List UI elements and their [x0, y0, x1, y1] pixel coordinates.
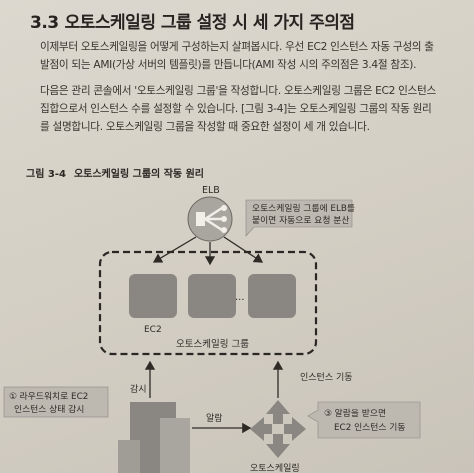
- paragraph-line: 다음은 관리 콘솔에서 '오토스케일링 그룹'을 작성합니다. 오토스케일링 그…: [40, 85, 436, 97]
- autoscaling-callout: ③ 알람을 받으면 EC2 인스턴스 기동: [307, 401, 421, 439]
- elb-callout-line: 오토스케일링 그룹에 ELB를: [252, 202, 355, 214]
- cloudwatch-icon: [118, 402, 190, 473]
- paragraph-line: 집합으로서 인스턴스 수를 설정할 수 있습니다. [그림 3-4]는 오토스케…: [40, 103, 432, 115]
- figure-caption: 그림 3-4 오토스케일링 그룹의 작동 원리: [26, 165, 204, 180]
- autoscaling-icon: [250, 400, 306, 458]
- cloudwatch-callout: ① 라우드워치로 EC2 인스턴스 상태 감시: [3, 386, 109, 418]
- ec2-instance-icon: [248, 274, 296, 318]
- paragraph-line: 발점이 되는 AMI(가상 서버의 템플릿)를 만듭니다(AMI 작성 시의 주…: [40, 59, 417, 71]
- section-title-text: 오토스케일링 그룹 설정 시 세 가지 주의점: [64, 13, 355, 33]
- launch-label: 인스턴스 기동: [300, 372, 353, 383]
- paragraph-intro: 이제부터 오토스케일링을 어떻게 구성하는지 살펴봅시다. 우선 EC2 인스턴…: [40, 38, 460, 74]
- elb-label: ELB: [202, 185, 220, 196]
- group-label: 오토스케일링 그룹: [176, 338, 249, 350]
- watch-label: 감시: [130, 383, 147, 395]
- paragraph-line: 이제부터 오토스케일링을 어떻게 구성하는지 살펴봅시다. 우선 EC2 인스턴…: [40, 41, 434, 53]
- paragraph-line: 를 설명합니다. 오토스케일링 그룹을 작성할 때 중요한 설정이 세 개 있습…: [40, 121, 370, 133]
- elb-callout: 오토스케일링 그룹에 ELB를 붙이면 자동으로 요청 분산: [245, 199, 355, 237]
- distribution-arrows: [152, 236, 264, 266]
- ellipsis-label: ...: [235, 292, 245, 303]
- ec2-instance-icon: [129, 274, 177, 318]
- autoscaling-callout-line: ③ 알람을 받으면: [324, 407, 386, 419]
- cloudwatch-callout-line: 인스턴스 상태 감시: [14, 403, 84, 415]
- alarm-label: 알람: [206, 412, 223, 424]
- figure-number: 그림 3-4: [26, 169, 66, 180]
- figure-caption-text: 오토스케일링 그룹의 작동 원리: [73, 169, 204, 180]
- ec2-label: EC2: [144, 325, 162, 335]
- autoscaling-label: 오토스케일링: [250, 462, 300, 473]
- ec2-instance-icon: [188, 274, 236, 318]
- paragraph-console: 다음은 관리 콘솔에서 '오토스케일링 그룹'을 작성합니다. 오토스케일링 그…: [40, 82, 460, 136]
- cloudwatch-callout-line: ① 라우드워치로 EC2: [9, 390, 88, 402]
- autoscaling-callout-line: EC2 인스턴스 기동: [334, 422, 405, 433]
- elb-callout-line: 붙이면 자동으로 요청 분산: [252, 215, 349, 226]
- section-number: 3.3: [30, 13, 59, 33]
- elb-icon: [187, 196, 233, 242]
